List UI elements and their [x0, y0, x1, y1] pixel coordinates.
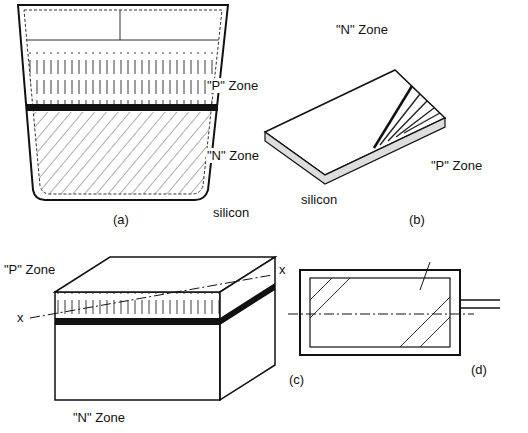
material-label: silicon	[212, 205, 250, 220]
section-outline	[300, 270, 460, 355]
zone-label: "P" Zone	[430, 158, 483, 173]
figure-label: (b)	[408, 212, 426, 227]
axis-label: x	[16, 310, 25, 325]
figure-label: (d)	[470, 362, 488, 377]
zone-label: "P" Zone	[206, 78, 259, 93]
axis-label: x	[278, 262, 287, 277]
zone-label: "N" Zone	[72, 410, 126, 425]
zone-label: "P" Zone	[3, 262, 56, 277]
zone-label: "N" Zone	[206, 148, 260, 163]
figure-label: (c)	[288, 372, 305, 387]
silicon-cube	[55, 292, 220, 400]
material-label: silicon	[300, 192, 338, 207]
zone-label: "N" Zone	[335, 22, 389, 37]
figure-label: (a)	[112, 212, 130, 227]
